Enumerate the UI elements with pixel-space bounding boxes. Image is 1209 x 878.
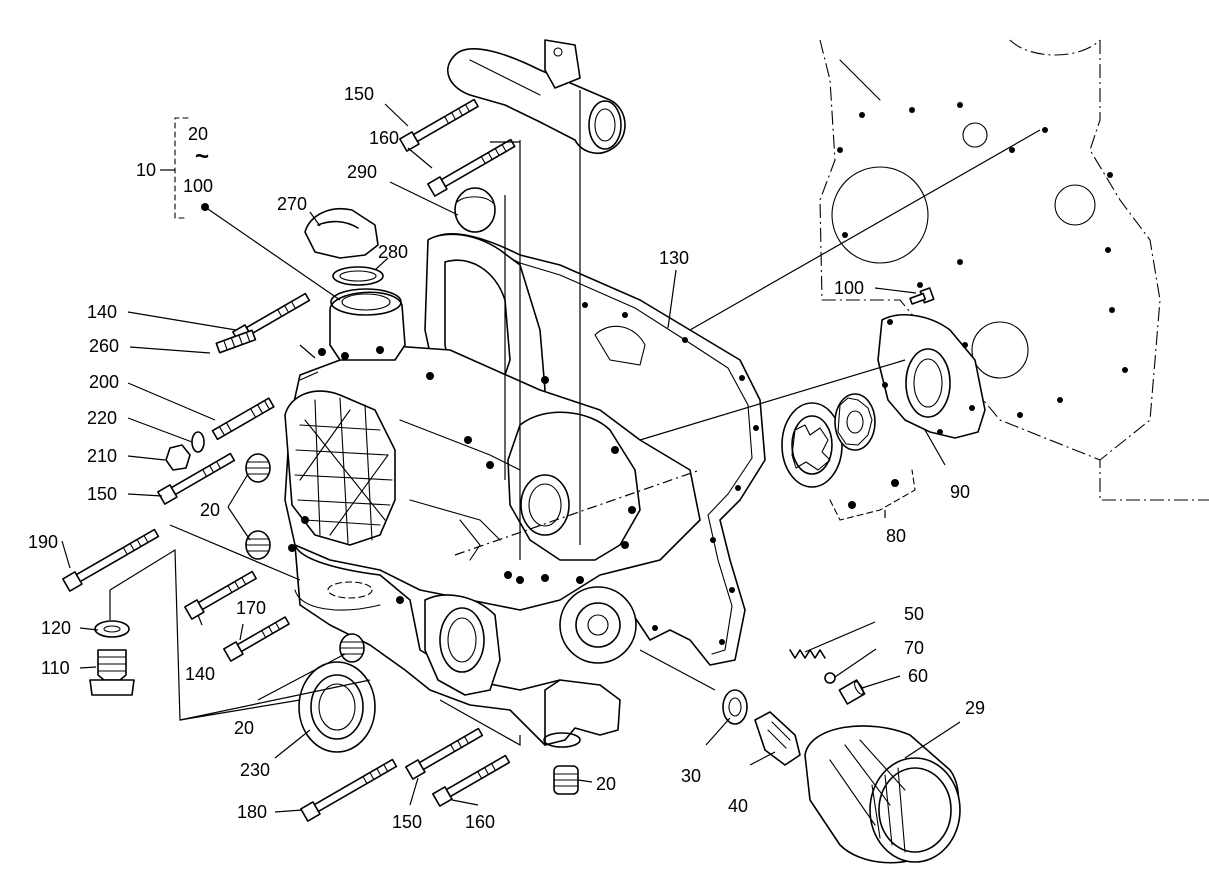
callout-40: 40: [728, 796, 748, 816]
callout-150-left: 150: [87, 484, 117, 504]
callout-150-bottom: 150: [392, 812, 422, 832]
callout-29: 29: [965, 698, 985, 718]
callout-20-bottom: 20: [596, 774, 616, 794]
callout-150-top: 150: [344, 84, 374, 104]
callout-120: 120: [41, 618, 71, 638]
callout-tilde: ~: [195, 143, 209, 170]
callout-230: 230: [240, 760, 270, 780]
engine-block: [819, 39, 1209, 501]
gear-case-cover: [284, 233, 701, 748]
callout-50: 50: [904, 604, 924, 624]
callout-130: 130: [659, 248, 689, 268]
callout-200: 200: [89, 372, 119, 392]
leader-lines: [61, 103, 961, 813]
callout-100: 100: [834, 278, 864, 298]
callout-60: 60: [908, 666, 928, 686]
callout-160-bottom: 160: [465, 812, 495, 832]
callout-190: 190: [28, 532, 58, 552]
callout-220: 220: [87, 408, 117, 428]
kit-bracket: [160, 117, 341, 301]
assembly-lines: [109, 90, 1041, 747]
callout-160-top: 160: [369, 128, 399, 148]
callout-80: 80: [886, 526, 906, 546]
callout-labels: 10 20 ~ 100 150 160 290 270 280 130 100 …: [28, 84, 985, 832]
callout-280: 280: [378, 242, 408, 262]
callout-100-range: 100: [183, 176, 213, 196]
bolts: [62, 98, 935, 822]
callout-170: 170: [236, 598, 266, 618]
callout-290: 290: [347, 162, 377, 182]
callout-20-bottom-left: 20: [234, 718, 254, 738]
callout-210: 210: [87, 446, 117, 466]
callout-90: 90: [950, 482, 970, 502]
oil-pump-parts: [781, 314, 986, 521]
callout-110: 110: [41, 658, 70, 678]
callout-30: 30: [681, 766, 701, 786]
callout-10: 10: [136, 160, 156, 180]
plugs-and-seals: [89, 187, 866, 795]
callout-70: 70: [904, 638, 924, 658]
water-outlet-pipe: [447, 39, 626, 155]
callout-140-top: 140: [87, 302, 117, 322]
callout-270: 270: [277, 194, 307, 214]
oil-filter: [804, 725, 961, 864]
callout-20-left: 20: [200, 500, 220, 520]
callout-20-range: 20: [188, 124, 208, 144]
callout-140-bottom: 140: [185, 664, 215, 684]
callout-180: 180: [237, 802, 267, 822]
callout-260: 260: [89, 336, 119, 356]
